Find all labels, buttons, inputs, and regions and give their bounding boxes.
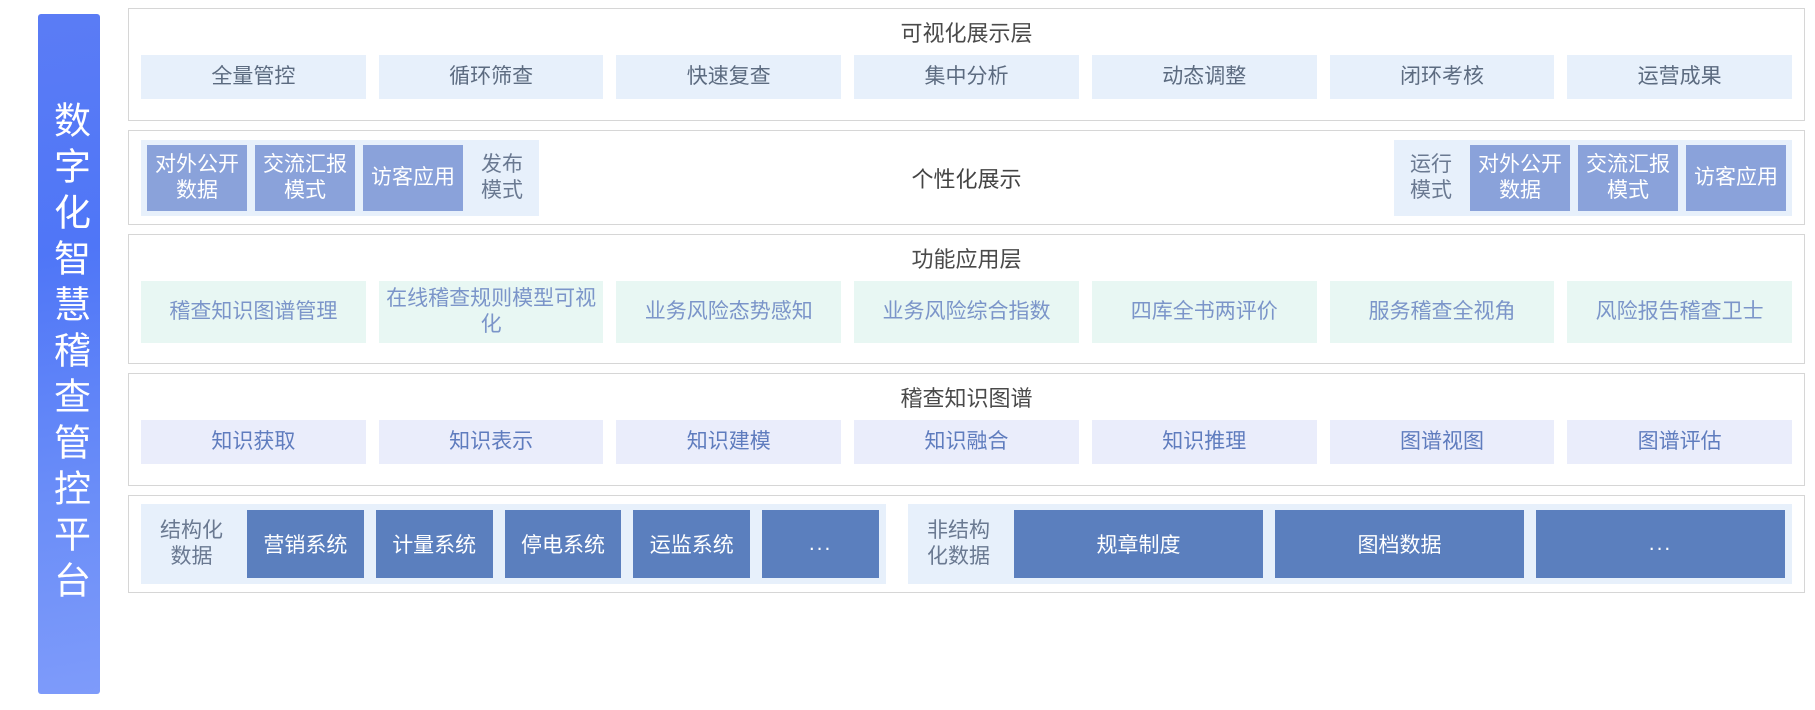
layer-knowledge-graph: 稽查知识图谱 知识获取 知识表示 知识建模 知识融合 知识推理 图谱视图 图谱评… [128,373,1805,486]
layer-personalized-title: 个性化展示 [539,139,1394,216]
layer-stack: 可视化展示层 全量管控 循环筛查 快速复查 集中分析 动态调整 闭环考核 运营成… [128,8,1805,700]
layer-visualization-items: 全量管控 循环筛查 快速复查 集中分析 动态调整 闭环考核 运营成果 [129,55,1804,110]
structured-data-more[interactable]: ... [762,510,879,578]
layer-visualization: 可视化展示层 全量管控 循环筛查 快速复查 集中分析 动态调整 闭环考核 运营成… [128,8,1805,121]
application-item[interactable]: 服务稽查全视角 [1329,281,1555,343]
platform-title-text: 数字化智慧稽查管控平台 [48,101,90,607]
viz-item[interactable]: 快速复查 [616,55,842,99]
unstructured-data-group: 非结构化数据 规章制度 图档数据 ... [908,504,1792,584]
application-item[interactable]: 业务风险态势感知 [616,281,842,343]
unstructured-data-label: 非结构化数据 [927,518,990,568]
knowledge-item[interactable]: 图谱视图 [1329,420,1555,464]
knowledge-item[interactable]: 图谱评估 [1567,420,1793,464]
layer-personalized: 对外公开数据 交流汇报模式 访客应用 发布模式 个性化展示 运行模式 对外公开数… [128,130,1805,225]
viz-item[interactable]: 全量管控 [141,55,366,99]
application-item[interactable]: 四库全书两评价 [1091,281,1317,343]
personalized-chip[interactable]: 对外公开数据 [1470,144,1570,211]
layer-data-source: 结构化数据 营销系统 计量系统 停电系统 运监系统 ... 非结构化数据 规章制… [128,495,1805,593]
viz-item[interactable]: 循环筛查 [378,55,604,99]
personalized-chip[interactable]: 交流汇报模式 [255,144,355,211]
structured-data-group: 结构化数据 营销系统 计量系统 停电系统 运监系统 ... [141,504,886,584]
personalized-chip[interactable]: 运行模式 [1410,152,1452,202]
knowledge-item[interactable]: 知识融合 [854,420,1079,464]
personalized-chip[interactable]: 交流汇报模式 [1578,144,1678,211]
structured-data-item[interactable]: 计量系统 [375,510,493,578]
unstructured-data-item[interactable]: 规章制度 [1014,510,1263,578]
structured-data-label: 结构化数据 [160,518,223,568]
structured-data-item[interactable]: 营销系统 [247,510,364,578]
viz-item[interactable]: 集中分析 [854,55,1079,99]
application-item[interactable]: 风险报告稽查卫士 [1567,281,1793,343]
application-item[interactable]: 在线稽查规则模型可视化 [378,281,604,343]
platform-title-bar: 数字化智慧稽查管控平台 [38,14,100,694]
personalized-chip[interactable]: 发布模式 [481,152,523,202]
layer-knowledge-graph-title: 稽查知识图谱 [900,386,1033,411]
personalized-chip[interactable]: 访客应用 [1686,144,1786,211]
personalized-left-group: 对外公开数据 交流汇报模式 访客应用 发布模式 [141,139,539,216]
knowledge-item[interactable]: 知识获取 [141,420,366,464]
knowledge-item[interactable]: 知识表示 [378,420,604,464]
layer-knowledge-graph-items: 知识获取 知识表示 知识建模 知识融合 知识推理 图谱视图 图谱评估 [129,420,1804,475]
application-item[interactable]: 业务风险综合指数 [854,281,1079,343]
viz-item[interactable]: 动态调整 [1091,55,1317,99]
personalized-right-group: 运行模式 对外公开数据 交流汇报模式 访客应用 [1394,139,1792,216]
viz-item[interactable]: 运营成果 [1567,55,1793,99]
structured-data-item[interactable]: 停电系统 [504,510,622,578]
data-source-row: 结构化数据 营销系统 计量系统 停电系统 运监系统 ... 非结构化数据 规章制… [141,504,1792,584]
unstructured-data-item[interactable]: 图档数据 [1275,510,1524,578]
layer-application-title: 功能应用层 [911,247,1022,272]
personalized-chip[interactable]: 访客应用 [363,144,463,211]
application-item[interactable]: 稽查知识图谱管理 [141,281,366,343]
knowledge-item[interactable]: 知识推理 [1091,420,1317,464]
personalized-chip[interactable]: 对外公开数据 [147,144,247,211]
viz-item[interactable]: 闭环考核 [1329,55,1555,99]
knowledge-item[interactable]: 知识建模 [616,420,842,464]
structured-data-item[interactable]: 运监系统 [633,510,751,578]
layer-application: 功能应用层 稽查知识图谱管理 在线稽查规则模型可视化 业务风险态势感知 业务风险… [128,234,1805,364]
layer-application-items: 稽查知识图谱管理 在线稽查规则模型可视化 业务风险态势感知 业务风险综合指数 四… [129,281,1804,354]
unstructured-data-more[interactable]: ... [1536,510,1785,578]
layer-visualization-title: 可视化展示层 [900,21,1033,46]
personalized-band: 对外公开数据 交流汇报模式 访客应用 发布模式 个性化展示 运行模式 对外公开数… [141,139,1792,216]
